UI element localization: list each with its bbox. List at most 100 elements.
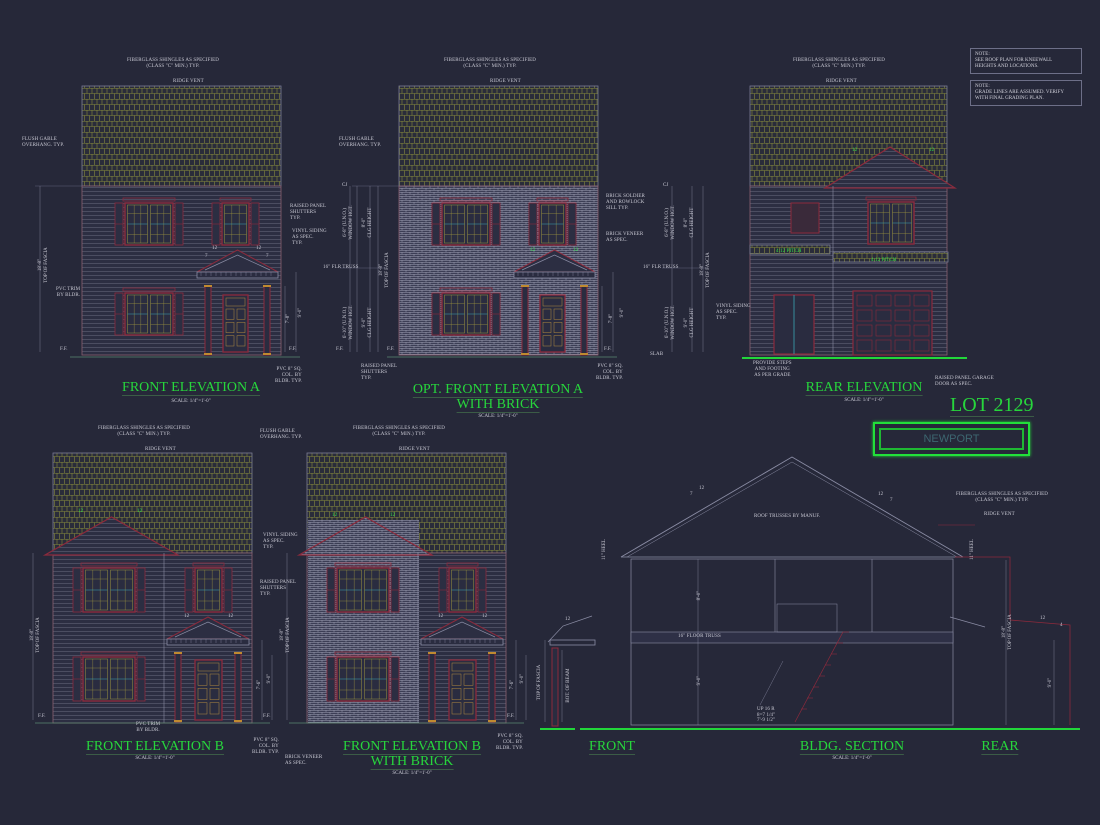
label-shingles: FIBERGLASS SHINGLES AS SPECIFIED (CLASS … [444,58,536,69]
rear-porch-outline [955,556,1071,725]
label-ridge-vent: RIDGE VENT [145,447,176,452]
porch-pediment-trim [428,621,496,638]
pitch-rise: 7 [690,492,693,497]
title-opt-front-elevation-a: OPT. FRONT ELEVATION A [412,382,584,398]
roof-shingles [398,85,599,187]
door-transom [451,662,474,672]
window-header [80,651,138,656]
garage-door-panel [913,294,930,307]
label-stairs: UP 16 R 8=7 1/4" 7'-9 1/2" [757,707,776,723]
pitch-run: 12 [390,513,396,518]
porch-beam-side [549,639,596,646]
dim-cj: CJ [663,183,669,188]
garage-door-panel [875,309,892,322]
label-shingles: FIBERGLASS SHINGLES AS SPECIFIED (CLASS … [956,492,1048,503]
door-panel [451,688,462,700]
dim-floor-truss: 16" FLR TRUSS [323,265,359,270]
drawing-line [174,720,182,722]
dim-ceiling-height-lower: 9'-0" CLG HEIGHT [684,307,695,338]
dim-ff: F.F. [604,347,612,352]
pitch-run: 12 [438,614,444,619]
drawing-line [488,720,496,722]
stair-stringer [794,631,844,723]
porch-column [521,285,529,356]
dim-top-of-fascia: TOP OF FASCIA [537,664,542,701]
dim-upper-ceiling: 8'-0" [697,590,702,601]
title-rear: REAR [981,739,1019,755]
window-header [334,562,392,567]
plan-name-box: NEWPORT [873,422,1030,456]
pitch-run: 12 [482,614,488,619]
scale-section: SCALE: 1/4"=1'-0" [832,756,872,761]
garage-door-panel [894,339,911,352]
rear-shed-roof-left [749,244,831,255]
rear-gable [822,146,958,189]
dim-bottom-of-beam: BOT. OF BEAM [566,668,571,703]
label-shutters: RAISED PANEL SHUTTERS TYP. [260,580,297,597]
door-panel [197,702,208,715]
dim-ceiling-height-upper: 8'-0" CLG HEIGHT [362,207,373,238]
window-header [122,197,176,202]
pitch-run: 12 [565,617,571,622]
dim-ceiling-height-lower: 9'-0" CLG HEIGHT [362,307,373,338]
scale-front-b: SCALE: 1/4"=1'-0" [135,756,175,761]
label-pvc-trim: PVC TRIM BY BLDR. [136,722,161,733]
title-opt-front-elevation-a-line2: WITH BRICK [456,397,540,413]
dim-ff: F.F. [289,347,297,352]
title-front-elevation-b-brick-line2: WITH BRICK [370,754,454,770]
door-panel [209,702,220,715]
garage-door-panel [894,324,911,337]
drawing-line [263,353,271,355]
label-flush-gable: FLUSH GABLE OVERHANG. TYP. [339,137,382,148]
door-panel [553,308,563,320]
label-ridge-vent: RIDGE VENT [173,79,204,84]
label-ridge-vent: RIDGE VENT [984,512,1015,517]
dim-porch-ceiling: 9'-0" [1048,677,1053,688]
label-brick-soldier: BRICK SOLDIER AND ROWLOCK SILL TYP. [606,194,645,211]
pitch-run: 12 [573,248,579,253]
window-header [536,197,569,202]
dim-fascia: 18'-8" TOP OF FASCIA [280,617,291,653]
label-flush-gable: FLUSH GABLE OVERHANG. TYP. [22,137,65,148]
porch-pediment-trim [204,254,271,271]
label-floor-truss: 16" FLOOR TRUSS [678,634,721,639]
garage-door-panel [913,309,930,322]
drawing-line [204,285,212,287]
label-steps: PROVIDE STEPS AND FOOTING AS PER GRADE [753,361,792,378]
window-header [80,562,138,567]
door-panel [225,322,235,333]
dim-lower-ceiling: 9'-0" [697,675,702,686]
title-front-elevation-b: FRONT ELEVATION B [86,739,224,755]
garage-door-panel [875,294,892,307]
porch-pediment-trim [174,621,242,638]
label-siding: VINYL SIDING AS SPEC. TYP. [292,229,327,246]
label-pitch-right: 4:12 PITCH [871,258,897,263]
door-panel [463,702,474,715]
door-transom [225,297,246,307]
label-shingles: FIBERGLASS SHINGLES AS SPECIFIED (CLASS … [98,426,190,437]
porch-column [263,285,271,356]
dim-floor-truss: 16" FLR TRUSS [643,265,679,270]
drawing-line [521,353,529,355]
label-garage-door: RAISED PANEL GARAGE DOOR AS SPEC. [935,376,994,387]
door-panel [463,673,474,686]
garage-door-panel [913,339,930,352]
garage-door [852,290,933,356]
dim-slab: SLAB [650,352,664,357]
pitch-run: 12 [212,246,218,251]
dim-door-height: 7'-8" [286,313,291,324]
drawing-line [521,285,529,287]
drawing-line [428,652,436,654]
label-column: PVC 8" SQ. COL. BY BLDR. TYP. [252,738,279,755]
dim-window-height-lower: 6'-10" (U.N.O.) WINDOW HGT. [665,305,676,340]
front-door [539,294,566,353]
dim-ceiling-height-upper: 8'-0" CLG HEIGHT [684,207,695,238]
door-panel [236,322,246,333]
label-shingles: FIBERGLASS SHINGLES AS SPECIFIED (CLASS … [127,58,219,69]
porch-pediment-trim [521,254,588,271]
note-kneewall: NOTE: SEE ROOF PLAN FOR KNEEWALL HEIGHTS… [970,48,1082,74]
label-column: PVC 8" SQ. COL. BY BLDR. TYP. [275,367,302,384]
scale-front-b-brick: SCALE: 1/4"=1'-0" [392,771,432,776]
pitch-run: 12 [852,148,858,153]
